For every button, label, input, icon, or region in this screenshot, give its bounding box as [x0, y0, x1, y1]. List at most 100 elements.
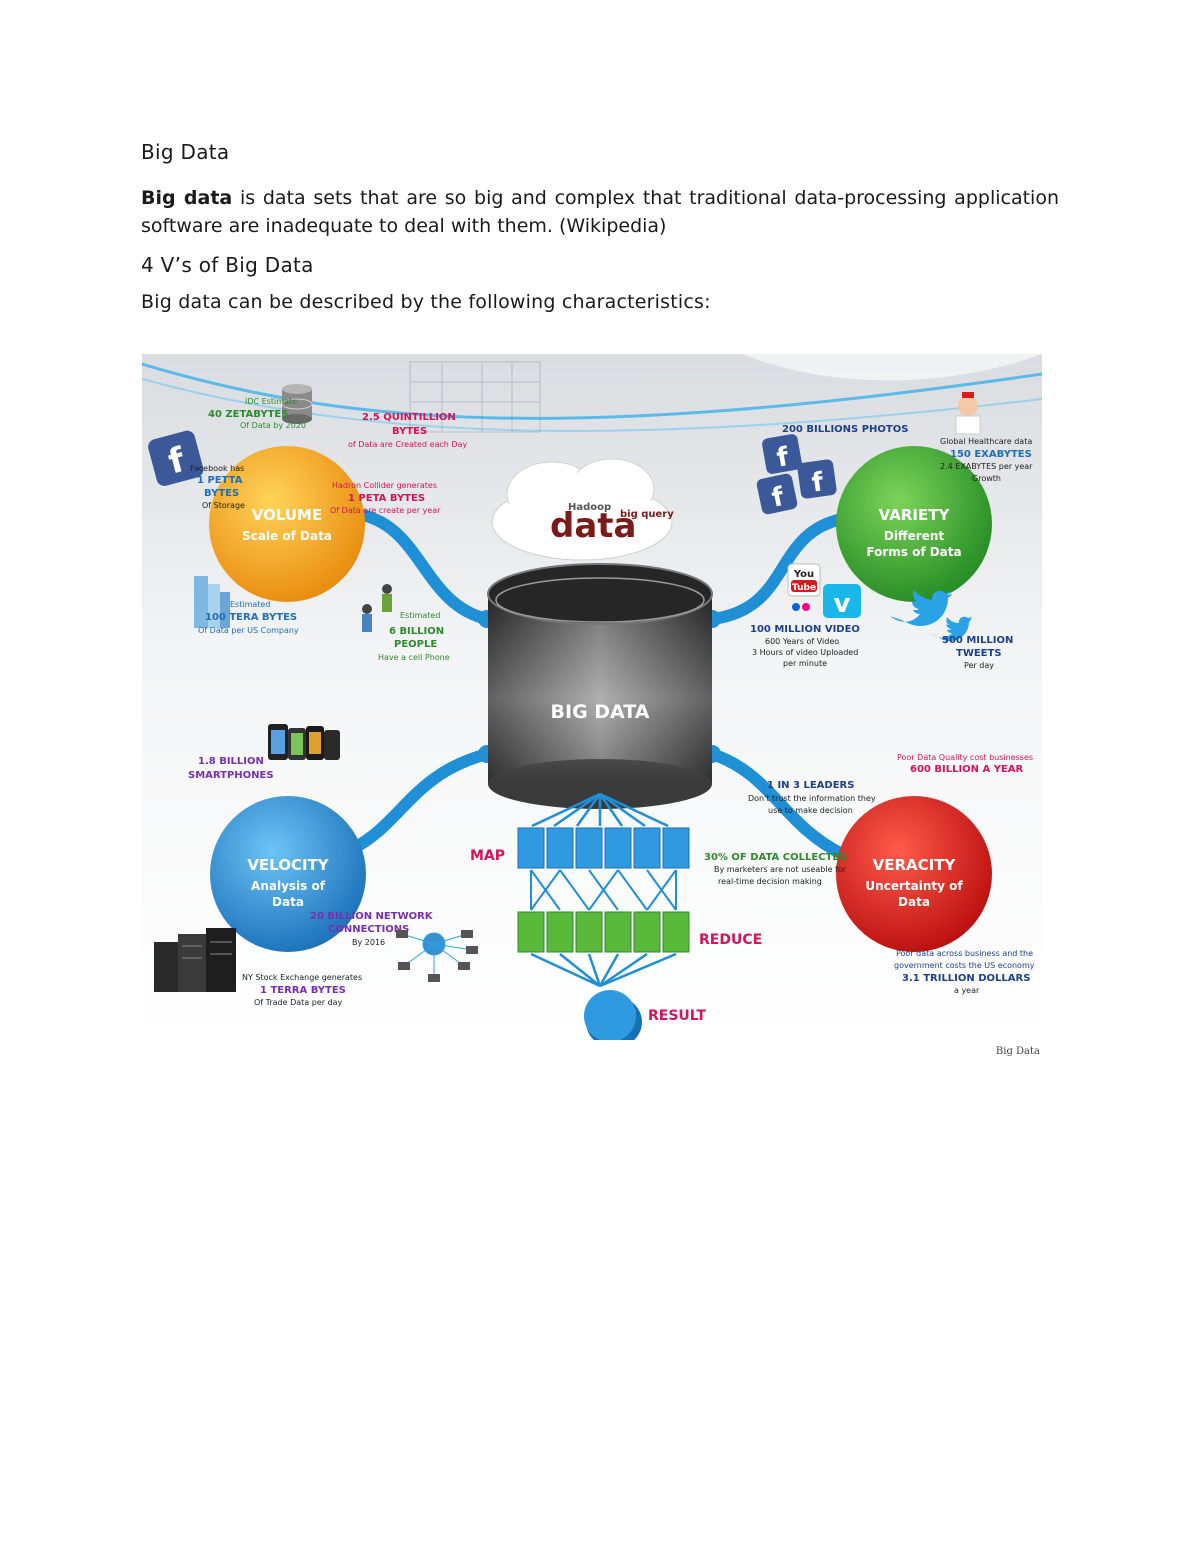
veracity-title: VERACITY	[873, 856, 957, 874]
velocity-net-line3: By 2016	[352, 938, 385, 947]
connectors	[346, 508, 848, 860]
variety-subtitle-2: Forms of Data	[866, 545, 961, 559]
veracity-leaders-line3: use to make decision	[768, 806, 853, 815]
veracity-trillion-line1: Poor data across business and the	[896, 949, 1033, 958]
volume-circle: VOLUME Scale of Data	[209, 446, 365, 602]
data-cloud: data Hadoop big query	[491, 458, 674, 561]
veracity-coll-line1: 30% OF DATA COLLECTED	[704, 852, 847, 863]
svg-text:v: v	[834, 589, 851, 619]
figure-caption: Big Data	[995, 1046, 1040, 1057]
youtube-icon: You Tube	[787, 563, 821, 597]
volume-people-line4: Have a cell Phone	[378, 653, 450, 662]
velocity-title: VELOCITY	[247, 856, 329, 874]
subsection-heading: 4 V’s of Big Data	[141, 253, 314, 277]
variety-health-line2: 150 EXABYTES	[950, 449, 1032, 460]
map-arrows	[531, 792, 669, 828]
variety-title: VARIETY	[879, 506, 951, 524]
smartphones-icon	[268, 724, 340, 760]
veracity-circle: VERACITY Uncertainty of Data	[836, 796, 992, 952]
volume-fb-line1: Facebook has	[190, 464, 244, 473]
velocity-subtitle-1: Analysis of	[251, 879, 326, 893]
big-data-cylinder: BIG DATA	[487, 563, 713, 809]
volume-subtitle: Scale of Data	[242, 529, 332, 543]
velocity-phones-line1: 1.8 BILLION	[198, 756, 264, 767]
definition-paragraph: Big data is data sets that are so big an…	[141, 184, 1059, 240]
variety-health-line3: 2.4 EXABYTES per year	[940, 462, 1033, 471]
definition-term: Big data	[141, 187, 233, 209]
volume-quint-line1: 2.5 QUINTILLION	[362, 412, 456, 423]
cloud-word-bigquery: big query	[620, 509, 674, 520]
facebook-photos-icon: f f f	[756, 434, 837, 515]
veracity-trillion-line3: 3.1 TRILLION DOLLARS	[902, 973, 1030, 984]
volume-est-line3: Of Data per US Company	[198, 626, 299, 635]
velocity-ny-line1: NY Stock Exchange generates	[242, 973, 362, 982]
reduce-servers	[517, 911, 690, 953]
volume-hadron-line1: Hadron Collider generates	[332, 481, 437, 490]
variety-video-line1: 100 MILLION VIDEO	[750, 624, 860, 635]
variety-tweets-line2: TWEETS	[956, 648, 1002, 659]
volume-fb-line3: BYTES	[204, 488, 239, 499]
veracity-poor-line1: Poor Data Quality cost businesses	[897, 753, 1033, 762]
velocity-ny-line3: Of Trade Data per day	[254, 998, 343, 1007]
velocity-ny-line2: 1 TERRA BYTES	[260, 985, 346, 996]
doctor-icon	[955, 392, 981, 435]
volume-hadron-line2: 1 PETA BYTES	[348, 493, 425, 504]
shuffle-arrows	[530, 869, 677, 911]
facebook-icon: f	[148, 430, 204, 486]
veracity-coll-line2: By marketers are not useable for	[714, 865, 847, 874]
volume-idc-line2: 40 ZETABYTES	[208, 409, 288, 420]
veracity-leaders-line2: Don't trust the information they	[748, 794, 876, 803]
result-label: RESULT	[648, 1008, 706, 1024]
variety-video-line2: 600 Years of Video	[765, 637, 839, 646]
volume-quint-line3: of Data are Created each Day	[348, 440, 467, 449]
variety-health-line1: Global Healthcare data	[940, 437, 1032, 446]
vimeo-icon: v	[823, 584, 861, 619]
volume-quint-line2: BYTES	[392, 426, 427, 437]
map-label: MAP	[470, 848, 505, 864]
volume-idc-line3: Of Data by 2020	[240, 421, 306, 430]
volume-fb-line2: 1 PETTA	[197, 475, 243, 486]
twitter-icon	[890, 590, 972, 641]
variety-tweets-line3: Per day	[964, 661, 994, 670]
veracity-trillion-line4: a year	[954, 986, 980, 995]
variety-video-line3: 3 Hours of video Uploaded	[752, 648, 858, 657]
volume-idc-line1: IDC Estimate	[245, 397, 297, 406]
velocity-phones-line2: SMARTPHONES	[188, 770, 274, 781]
veracity-coll-line3: real-time decision making	[718, 877, 822, 886]
youtube-text-2: Tube	[792, 583, 816, 593]
variety-video-line4: per minute	[783, 659, 827, 668]
volume-people-line3: PEOPLE	[394, 639, 437, 650]
city-sketch	[409, 361, 541, 433]
veracity-poor-line2: 600 BILLION A YEAR	[910, 764, 1024, 775]
reduce-label: REDUCE	[699, 932, 762, 948]
section-heading: Big Data	[141, 140, 230, 164]
network-icon	[396, 930, 478, 982]
volume-people-line1: Estimated	[400, 611, 440, 620]
big-data-label: BIG DATA	[551, 701, 650, 723]
result-node	[584, 990, 642, 1040]
volume-fb-line4: Of Storage	[202, 501, 245, 510]
servers-icon	[154, 928, 236, 992]
reduce-arrows	[530, 952, 677, 988]
flickr-icon	[792, 603, 810, 611]
cloud-word-data: data	[550, 506, 636, 546]
intro-paragraph: Big data can be described by the followi…	[141, 291, 711, 313]
variety-health-line4: Growth	[972, 474, 1001, 483]
mapreduce-diagram: MAP REDUCE RESULT	[470, 792, 762, 1040]
youtube-text-1: You	[793, 569, 814, 580]
volume-est-line1: Estimated	[230, 600, 270, 609]
velocity-subtitle-2: Data	[272, 895, 304, 909]
variety-tweets-line1: 500 MILLION	[942, 635, 1013, 646]
variety-photos-label: 200 BILLIONS PHOTOS	[782, 424, 908, 435]
veracity-subtitle-2: Data	[898, 895, 930, 909]
definition-text: is data sets that are so big and complex…	[141, 187, 1059, 237]
volume-title: VOLUME	[252, 506, 322, 524]
variety-subtitle-1: Different	[884, 529, 945, 543]
veracity-subtitle-1: Uncertainty of	[865, 879, 963, 893]
cloud-word-hadoop: Hadoop	[568, 502, 611, 513]
veracity-leaders-line1: 1 IN 3 LEADERS	[767, 780, 854, 791]
volume-est-line2: 100 TERA BYTES	[205, 612, 297, 623]
velocity-net-line2: CONNECTIONS	[328, 924, 409, 935]
veracity-trillion-line2: government costs the US economy	[894, 961, 1035, 970]
svg-text:f: f	[810, 467, 826, 498]
